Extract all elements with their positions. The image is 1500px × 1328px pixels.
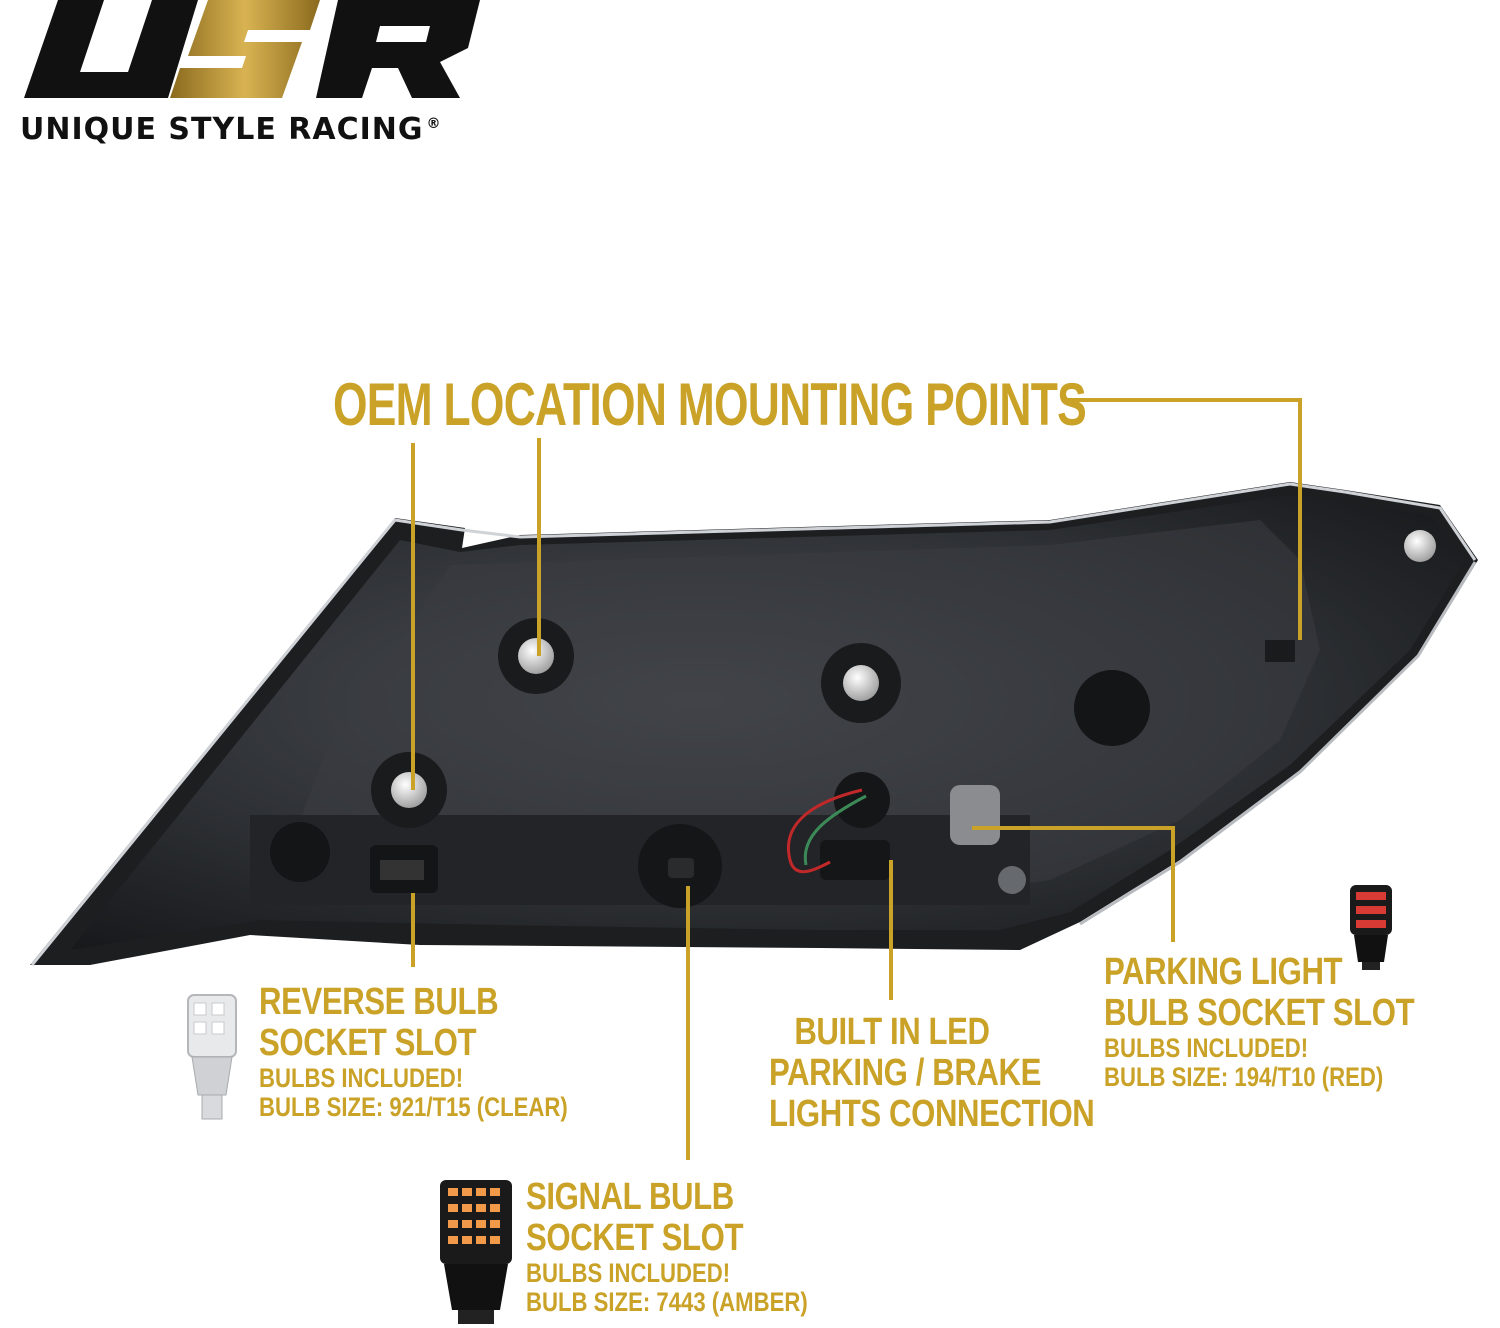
builtin-line1: BUILT IN LED <box>794 1011 990 1053</box>
builtin-line2: PARKING / BRAKE <box>769 1052 1041 1095</box>
parking-note2: BULB SIZE: 194/T10 (RED) <box>1104 1062 1384 1093</box>
usr-logo-icon <box>24 0 480 98</box>
signal-note2: BULB SIZE: 7443 (AMBER) <box>526 1287 808 1318</box>
reverse-note2: BULB SIZE: 921/T15 (CLEAR) <box>259 1092 568 1123</box>
builtin-led-callout: BUILT IN LED PARKING / BRAKE LIGHTS CONN… <box>742 1011 1095 1136</box>
signal-line2: SOCKET SLOT <box>526 1217 744 1260</box>
parking-note1: BULBS INCLUDED! <box>1104 1033 1309 1064</box>
signal-callout: SIGNAL BULB SOCKET SLOT BULBS INCLUDED! … <box>526 1176 870 1318</box>
signal-line1: SIGNAL BULB <box>526 1176 734 1218</box>
parking-callout: PARKING LIGHT BULB SOCKET SLOT BULBS INC… <box>1104 951 1482 1093</box>
signal-bulb-icon <box>440 1180 512 1324</box>
brand-name: UNIQUE STYLE RACING® <box>20 112 490 147</box>
parking-line2: BULB SOCKET SLOT <box>1104 992 1415 1035</box>
builtin-line3: LIGHTS CONNECTION <box>769 1093 1095 1136</box>
reverse-line1: REVERSE BULB <box>259 981 499 1023</box>
brand-logo: UNIQUE STYLE RACING® <box>20 0 500 150</box>
mounting-points-title: OEM LOCATION MOUNTING POINTS <box>333 371 1087 438</box>
parking-bulb-icon <box>1350 885 1392 970</box>
brand-name-text: UNIQUE STYLE RACING <box>20 112 424 147</box>
registered-mark: ® <box>426 116 442 132</box>
reverse-line2: SOCKET SLOT <box>259 1022 477 1065</box>
reverse-callout: REVERSE BULB SOCKET SLOT BULBS INCLUDED!… <box>259 981 636 1123</box>
reverse-bulb-icon <box>187 994 237 1120</box>
signal-note1: BULBS INCLUDED! <box>526 1258 731 1289</box>
reverse-note1: BULBS INCLUDED! <box>259 1063 464 1094</box>
parking-line1: PARKING LIGHT <box>1104 951 1343 993</box>
